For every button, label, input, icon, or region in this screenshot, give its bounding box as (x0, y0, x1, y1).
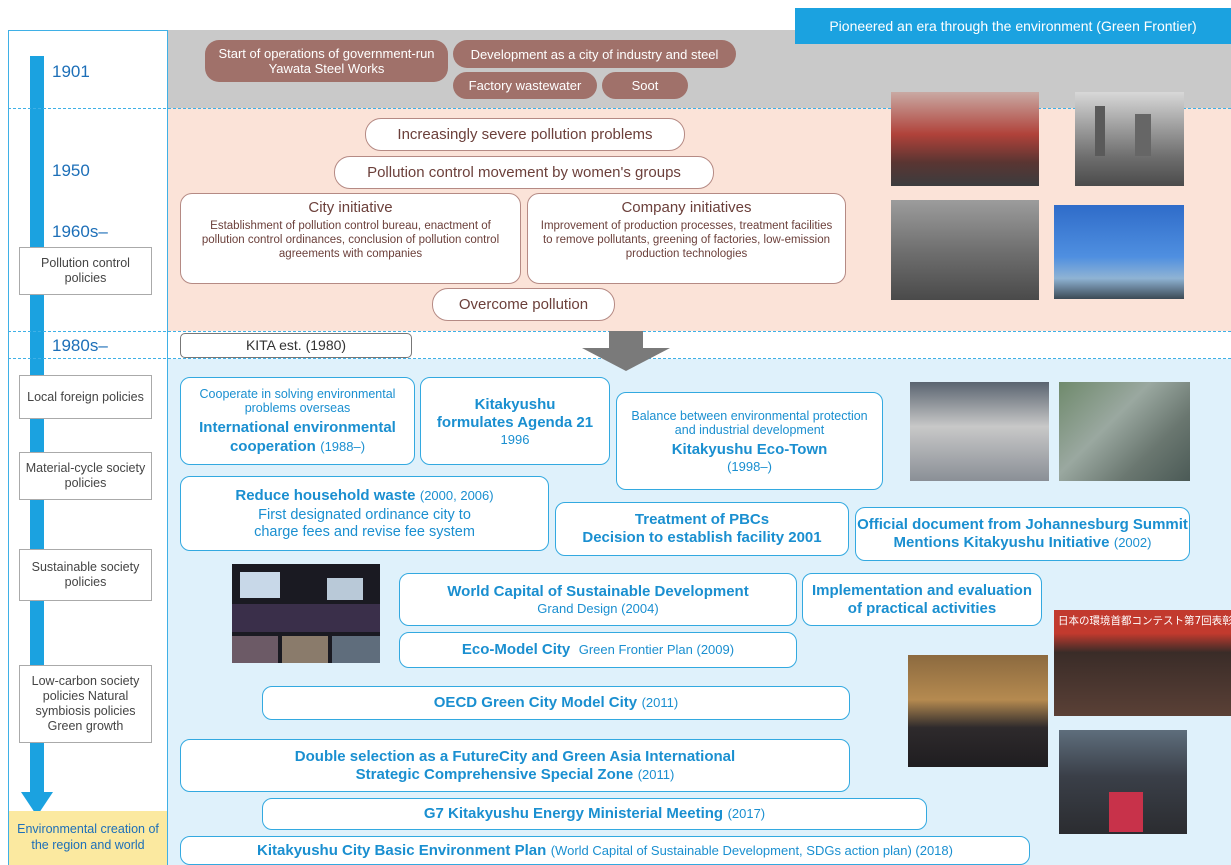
label-material-cycle: Material-cycle society policies (19, 452, 152, 500)
oecd-year: (2011) (641, 695, 679, 710)
basic-wrap: Kitakyushu City Basic Environment Plan (… (181, 842, 1029, 860)
waste-body: First designated ordinance city to charg… (254, 506, 475, 540)
capital-sub: Grand Design (2004) (537, 601, 659, 616)
pill-womens-groups: Pollution control movement by women's gr… (334, 156, 714, 189)
pbc-line2: Decision to establish facility 2001 (582, 529, 822, 546)
joburg-line1: Official document from Johannesburg Summ… (857, 516, 1188, 533)
g7-bold: G7 Kitakyushu Energy Ministerial Meeting (423, 805, 724, 822)
timeline-bar (30, 56, 44, 796)
box-pbc-treatment: Treatment of PBCs Decision to establish … (555, 502, 849, 556)
box-company-initiatives: Company initiatives Improvement of produ… (527, 193, 846, 284)
capital-bold: World Capital of Sustainable Development (447, 583, 749, 600)
box-city-initiative: City initiative Establishment of polluti… (180, 193, 521, 284)
photo-blue-sky (1054, 205, 1184, 299)
basic-bold: Kitakyushu City Basic Environment Plan (257, 841, 547, 859)
conference-photo (232, 564, 380, 663)
joburg-year: (2002) (1113, 535, 1152, 550)
photo-eco-town-aerial (1059, 382, 1190, 481)
box-world-capital: World Capital of Sustainable Development… (399, 573, 797, 626)
box-oecd: OECD Green City Model City (2011) (262, 686, 850, 720)
timeline-arrow-head (21, 792, 53, 816)
ecotown-year: (1998–) (727, 458, 772, 474)
ecotown-bold: Kitakyushu Eco-Town (671, 440, 828, 458)
ecomodel-bold: Eco-Model City (461, 641, 571, 658)
pill-industry-steel: Development as a city of industry and st… (453, 40, 736, 68)
basic-sub: (World Capital of Sustainable Developmen… (550, 842, 953, 858)
box-futurecity: Double selection as a FutureCity and Gre… (180, 739, 850, 792)
joburg-line2: Mentions Kitakyushu Initiative (893, 534, 1110, 551)
banner: Pioneered an era through the environment… (795, 8, 1231, 44)
pbc-line1: Treatment of PBCs (634, 511, 770, 528)
future-bold: Double selection as a FutureCity and Gre… (294, 747, 736, 783)
box-international-cooperation: Cooperate in solving environmental probl… (180, 377, 415, 465)
box-agenda-21: Kitakyushu formulates Agenda 21 1996 (420, 377, 610, 465)
coop-small: Cooperate in solving environmental probl… (199, 386, 396, 415)
photo-certificate (1059, 730, 1187, 834)
year-1950: 1950 (52, 161, 90, 180)
box-eco-model-city: Eco-Model City Green Frontier Plan (2009… (399, 632, 797, 668)
label-local-foreign: Local foreign policies (19, 375, 152, 419)
year-1980s: 1980s– (52, 336, 108, 355)
box-basic-plan: Kitakyushu City Basic Environment Plan (… (180, 836, 1030, 865)
coop-main: International environmental cooperation … (181, 418, 414, 456)
coop-bold: International environmental cooperation (199, 418, 396, 455)
city-initiative-body: Establishment of pollution control burea… (201, 220, 500, 260)
box-household-waste: Reduce household waste (2000, 2006) Firs… (180, 476, 549, 551)
pill-overcome-pollution: Overcome pollution (432, 288, 615, 321)
g7-year: (2017) (727, 806, 766, 821)
pill-wastewater: Factory wastewater (453, 72, 597, 99)
photo-handshake (908, 655, 1048, 767)
company-initiatives-body: Improvement of production processes, tre… (540, 220, 833, 260)
future-wrap: Double selection as a FutureCity and Gre… (181, 748, 849, 784)
down-arrow (582, 331, 670, 371)
coop-year: (1988–) (320, 438, 366, 454)
box-implementation: Implementation and evaluation of practic… (802, 573, 1042, 626)
implementation-text: Implementation and evaluation of practic… (811, 581, 1033, 617)
year-1960s: 1960s– (52, 222, 108, 241)
agenda-bold: Kitakyushu formulates Agenda 21 (436, 395, 594, 431)
box-eco-town: Balance between environmental protection… (616, 392, 883, 490)
ecomodel-wrap: Eco-Model City Green Frontier Plan (2009… (400, 641, 796, 659)
chimney-2 (1135, 114, 1151, 156)
year-1901: 1901 (52, 62, 90, 81)
joburg-line2-wrap: Mentions Kitakyushu Initiative (2002) (856, 534, 1189, 552)
waste-headline: Reduce household waste (2000, 2006) (181, 487, 548, 505)
ecomodel-sub: Green Frontier Plan (2009) (578, 642, 735, 657)
photo-eco-workers (910, 382, 1049, 481)
label-sustainable: Sustainable society policies (19, 549, 152, 601)
oecd-bold: OECD Green City Model City (433, 694, 638, 711)
thumb-2 (282, 636, 328, 663)
agenda-year: 1996 (500, 431, 530, 447)
audience-blur (232, 604, 380, 632)
thumb-1 (232, 636, 278, 663)
photo-award-ceremony: 日本の環境首都コンテスト第7回表彰式 (1054, 610, 1231, 716)
stage-screen (240, 572, 280, 598)
waste-year: (2000, 2006) (419, 487, 494, 503)
g7-wrap: G7 Kitakyushu Energy Ministerial Meeting… (263, 805, 926, 823)
box-g7: G7 Kitakyushu Energy Ministerial Meeting… (262, 798, 927, 830)
company-initiatives-title: Company initiatives (621, 199, 752, 216)
award-banner-text: 日本の環境首都コンテスト第7回表彰式 (1058, 615, 1231, 627)
photo-factory-bw (1075, 92, 1184, 186)
chimney-1 (1095, 106, 1105, 156)
future-year: (2011) (637, 766, 675, 782)
pill-severe-pollution: Increasingly severe pollution problems (365, 118, 685, 151)
waste-bold: Reduce household waste (235, 486, 416, 504)
label-pollution-control: Pollution control policies (19, 247, 152, 295)
stage-screen-2 (327, 578, 363, 600)
pill-yawata-steel: Start of operations of government-run Ya… (205, 40, 448, 82)
city-initiative-title: City initiative (308, 199, 393, 216)
certificate-book (1109, 792, 1143, 832)
thumb-3 (332, 636, 380, 663)
kita-box: KITA est. (1980) (180, 333, 412, 358)
ecotown-small: Balance between environmental protection… (631, 408, 868, 437)
box-johannesburg: Official document from Johannesburg Summ… (855, 507, 1190, 561)
pill-soot: Soot (602, 72, 688, 99)
label-low-carbon: Low-carbon society policies Natural symb… (19, 665, 152, 743)
divider-1 (8, 108, 1231, 109)
photo-red-smoke (891, 92, 1039, 186)
photo-women-group (891, 200, 1039, 300)
bottom-label: Environmental creation of the region and… (9, 811, 167, 865)
oecd-wrap: OECD Green City Model City (2011) (263, 694, 849, 712)
